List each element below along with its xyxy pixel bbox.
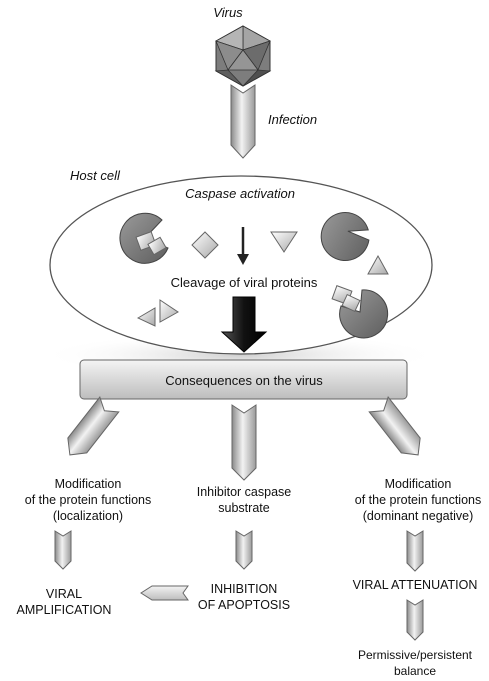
right-branch-line1: Modification — [385, 477, 452, 491]
viral-protein-fragment-icon — [136, 299, 179, 327]
inhibition-apoptosis-line1: INHIBITION — [211, 582, 278, 596]
right-outcome-arrow — [406, 530, 424, 572]
inhibition-to-amplification-arrow — [140, 585, 189, 601]
attenuation-arrow — [406, 599, 424, 641]
viral-protein-fragment-icon — [367, 254, 389, 275]
left-branch-arrow — [67, 396, 120, 456]
middle-branch-line1: Inhibitor caspase — [197, 485, 292, 499]
host-cell-label: Host cell — [70, 168, 121, 183]
caspase-protein-icon — [320, 212, 370, 261]
right-branch-line2: of the protein functions — [355, 493, 481, 507]
viral-amplification-line1: VIRAL — [46, 587, 82, 601]
caspase-activation-label: Caspase activation — [185, 186, 295, 201]
middle-branch-arrow — [231, 404, 257, 481]
middle-outcome-arrow — [235, 530, 253, 570]
cleavage-arrow — [220, 296, 268, 353]
middle-branch-line2: substrate — [218, 501, 269, 515]
caspase-protein-icon — [119, 212, 169, 264]
viral-protein-fragment-icon — [191, 231, 219, 259]
right-branch-arrow — [368, 396, 421, 456]
infection-label: Infection — [268, 112, 317, 127]
left-outcome-arrow — [54, 530, 72, 570]
inhibition-apoptosis-line2: OF APOPTOSIS — [198, 598, 290, 612]
virus-icon — [214, 25, 272, 87]
virus-label: Virus — [213, 5, 243, 20]
right-branch-line3: (dominant negative) — [363, 509, 473, 523]
left-branch-line2: of the protein functions — [25, 493, 151, 507]
activation-arrow — [237, 227, 249, 265]
viral-amplification-line2: AMPLIFICATION — [17, 603, 112, 617]
left-branch-line3: (localization) — [53, 509, 123, 523]
left-branch-line1: Modification — [55, 477, 122, 491]
viral-protein-fragment-icon — [270, 231, 298, 253]
balance-line2: balance — [394, 664, 436, 678]
balance-line1: Permissive/persistent — [358, 648, 473, 662]
consequences-label: Consequences on the virus — [165, 373, 323, 388]
consequences-box — [79, 359, 408, 400]
cleavage-label: Cleavage of viral proteins — [171, 275, 318, 290]
viral-attenuation-label: VIRAL ATTENUATION — [353, 578, 478, 592]
infection-arrow — [230, 84, 256, 159]
caspase-protein-icon — [331, 285, 389, 339]
